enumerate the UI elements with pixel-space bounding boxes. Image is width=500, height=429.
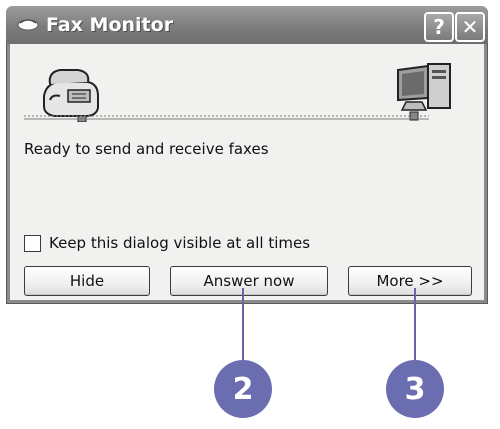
keep-visible-checkbox[interactable] [24, 234, 41, 252]
answer-now-button[interactable]: Answer now [170, 266, 328, 296]
connection-line [24, 115, 429, 120]
callout-badge-2: 2 [214, 360, 272, 418]
window-title: Fax Monitor [46, 14, 174, 36]
fax-icon [17, 19, 39, 31]
callout-line-2 [242, 288, 244, 360]
fax-monitor-window: Fax Monitor ? ✕ Ready [6, 6, 488, 304]
title-bar[interactable]: Fax Monitor ? ✕ [6, 6, 488, 44]
computer-icon [397, 63, 451, 121]
close-button[interactable]: ✕ [455, 12, 485, 42]
status-text: Ready to send and receive faxes [24, 140, 269, 158]
callout-badge-3: 3 [386, 360, 444, 418]
hide-button[interactable]: Hide [24, 266, 150, 296]
keep-visible-label: Keep this dialog visible at all times [49, 234, 311, 252]
keep-visible-option[interactable]: Keep this dialog visible at all times [24, 234, 310, 252]
dialog-body: Ready to send and receive faxes Keep thi… [10, 44, 484, 300]
more-button[interactable]: More >> [348, 266, 472, 296]
fax-machine-icon [43, 69, 99, 122]
help-button[interactable]: ? [424, 12, 454, 42]
callout-line-3 [414, 288, 416, 360]
